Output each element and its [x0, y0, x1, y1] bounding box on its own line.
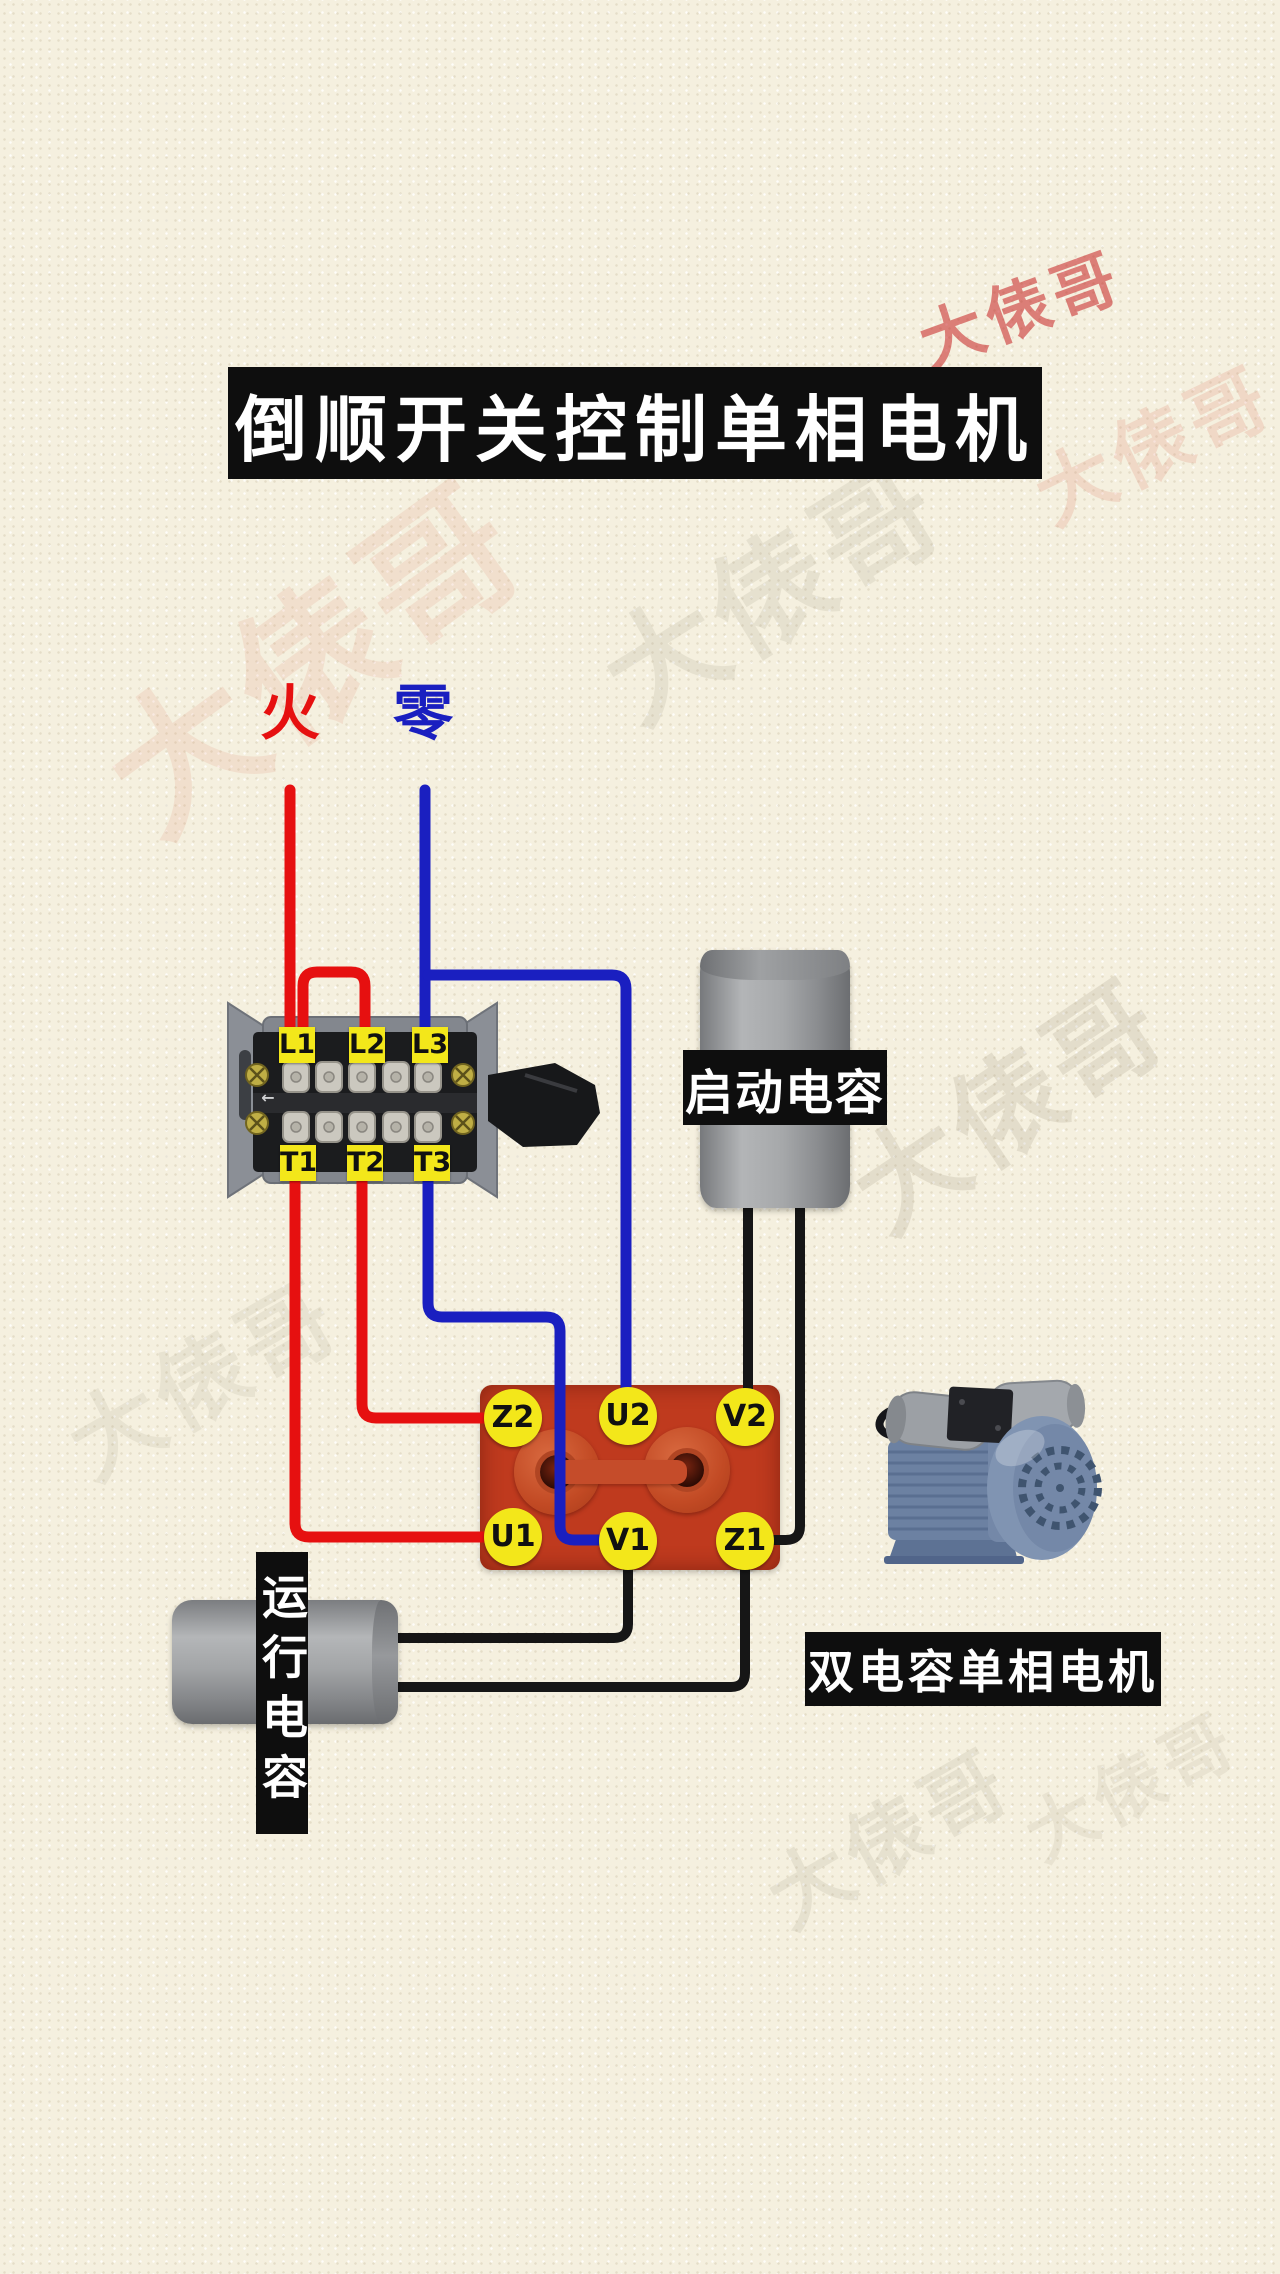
wire-T2-to-Z2	[356, 1160, 496, 1424]
wire-Z1-to-runcap	[387, 1561, 750, 1692]
block-terminal-Z1: Z1	[716, 1512, 774, 1570]
wire-startcap-to-Z1	[765, 1185, 805, 1545]
block-terminal-U1: U1	[484, 1508, 542, 1566]
block-terminal-Z2: Z2	[484, 1389, 542, 1447]
block-terminal-V2: V2	[716, 1388, 774, 1446]
switch-terminal-T3: T3	[414, 1145, 451, 1181]
switch-terminal-L1: L1	[279, 1027, 315, 1063]
motor-illustration	[870, 1370, 1110, 1580]
wire-neutral-to-U2	[422, 969, 632, 1404]
terminal-block-ridge	[557, 1460, 687, 1484]
switch-terminal-T2: T2	[347, 1145, 384, 1181]
run-capacitor-caption: 运行电容	[255, 1552, 309, 1834]
wire-T1-to-U1	[289, 1160, 496, 1543]
wire-jumper-L1-L2	[297, 966, 371, 1054]
switch-direction-arrow: ←	[261, 1088, 275, 1107]
switch-terminal-L2: L2	[349, 1027, 385, 1063]
live-wire-label: 火	[260, 679, 320, 749]
wire-T3-to-V1	[422, 1160, 610, 1546]
wire-V1-to-runcap	[387, 1561, 633, 1643]
block-terminal-U2: U2	[599, 1387, 657, 1445]
start-capacitor-caption: 启动电容	[683, 1050, 887, 1125]
block-terminal-V1: V1	[599, 1512, 657, 1570]
page-title: 倒顺开关控制单相电机	[228, 367, 1042, 479]
switch-terminal-T1: T1	[280, 1145, 317, 1181]
motor-caption: 双电容单相电机	[805, 1632, 1161, 1706]
motor-graphic	[875, 1379, 1102, 1564]
neutral-wire-label: 零	[393, 679, 453, 749]
switch-terminal-L3: L3	[412, 1027, 448, 1063]
